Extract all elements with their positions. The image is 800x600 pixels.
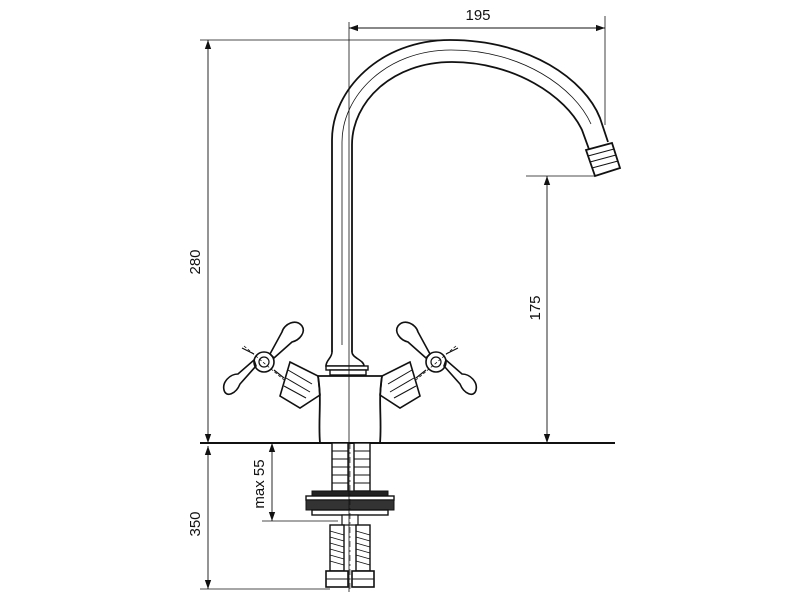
dimension-spout-reach: 195 xyxy=(349,7,606,125)
supply-hoses xyxy=(325,524,375,588)
dimension-label-175: 175 xyxy=(527,295,544,320)
faucet-body xyxy=(317,375,383,444)
mounting-hardware xyxy=(305,442,395,526)
spout-collar xyxy=(325,351,369,376)
spout-aerator xyxy=(584,141,622,178)
dimension-hose-length: 350 xyxy=(187,446,330,590)
dimension-max-deck-thickness: max 55 xyxy=(251,443,338,522)
dimension-label-max-55: max 55 xyxy=(251,459,268,508)
left-cross-handle xyxy=(222,321,321,409)
dimension-total-height: 280 xyxy=(187,39,445,443)
right-cross-handle xyxy=(379,321,478,409)
spout xyxy=(331,39,622,352)
dimension-label-350: 350 xyxy=(187,511,204,536)
dimension-spout-height: 175 xyxy=(526,175,596,443)
dimension-label-195: 195 xyxy=(465,7,490,24)
dimension-label-280: 280 xyxy=(187,249,204,274)
